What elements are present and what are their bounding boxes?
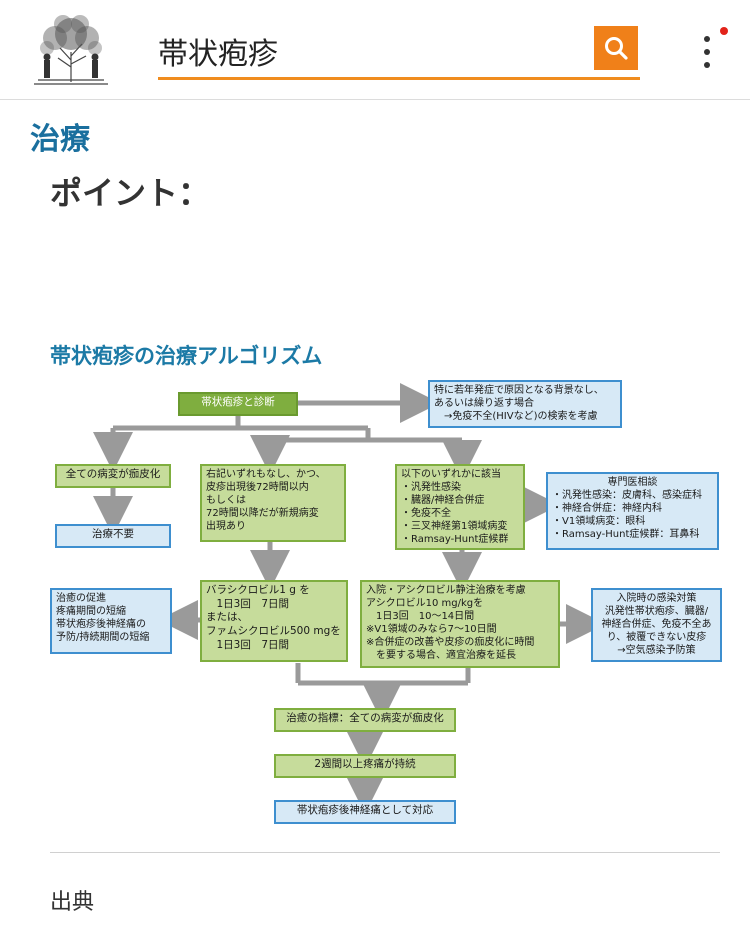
search-icon xyxy=(605,37,628,60)
flowchart-connectors xyxy=(93,383,606,814)
mid-condition-box: 右記いずれもなし、かつ、 皮疹出現後72時間以内 もしくは 72時間以降だが新規… xyxy=(200,464,346,542)
figure-title: 帯状疱疹の治療アルゴリズム xyxy=(50,344,323,368)
section-title: 治療 xyxy=(30,122,90,157)
notification-dot xyxy=(720,27,728,35)
all-crusted-box: 全ての病変が痂皮化 xyxy=(55,464,171,488)
note-immunodeficiency: 特に若年発症で原因となる背景なし、 あるいは繰り返す場合 →免疫不全(HIVなど… xyxy=(428,380,622,428)
treatment-algorithm-figure: 帯状疱疹と診断 特に若年発症で原因となる背景なし、 あるいは繰り返す場合 →免疫… xyxy=(0,380,750,830)
search-button[interactable] xyxy=(594,26,638,70)
source-heading: 出典 xyxy=(50,890,95,915)
no-treatment-box: 治療不要 xyxy=(55,524,171,548)
infection-control-box: 入院時の感染対策 汎発性帯状疱疹、臓器/ 神経合併症、免疫不全あ り、被覆できな… xyxy=(591,588,722,662)
more-vertical-icon[interactable] xyxy=(694,30,722,74)
phn-box: 帯状疱疹後神経痛として対応 xyxy=(274,800,456,824)
right-condition-box: 以下のいずれかに該当 ・汎発性感染 ・臓器/神経合併症 ・免疫不全 ・三叉神経第… xyxy=(395,464,525,550)
start-box: 帯状疱疹と診断 xyxy=(178,392,298,416)
app-header xyxy=(0,0,750,100)
consult-box: 専門医相談 ・汎発性感染：皮膚科、感染症科 ・神経合併症：神経内科 ・V1領域病… xyxy=(546,472,719,550)
section-divider xyxy=(50,852,720,853)
persistent-pain-box: 2週間以上疼痛が持続 xyxy=(274,754,456,778)
goals-box: 治癒の促進 疼痛期間の短縮 帯状疱疹後神経痛の 予防/持続期間の短縮 xyxy=(50,588,172,654)
search-bar xyxy=(158,22,640,80)
point-title: ポイント： xyxy=(50,174,211,212)
tree-logo-icon[interactable] xyxy=(30,12,112,88)
oral-treatment-box: バラシクロビル1 g を 1日3回 7日間 または、 ファムシクロビル500 m… xyxy=(200,580,348,662)
iv-treatment-box: 入院・アシクロビル静注治療を考慮 アシクロビル10 mg/kgを 1日3回 10… xyxy=(360,580,560,668)
consult-list: ・汎発性感染：皮膚科、感染症科 ・神経合併症：神経内科 ・V1領域病変：眼科 ・… xyxy=(552,490,702,540)
consult-title: 専門医相談 xyxy=(607,477,658,488)
endpoint-box: 治癒の指標：全ての病変が痂皮化 xyxy=(274,708,456,732)
search-input[interactable] xyxy=(158,30,578,72)
